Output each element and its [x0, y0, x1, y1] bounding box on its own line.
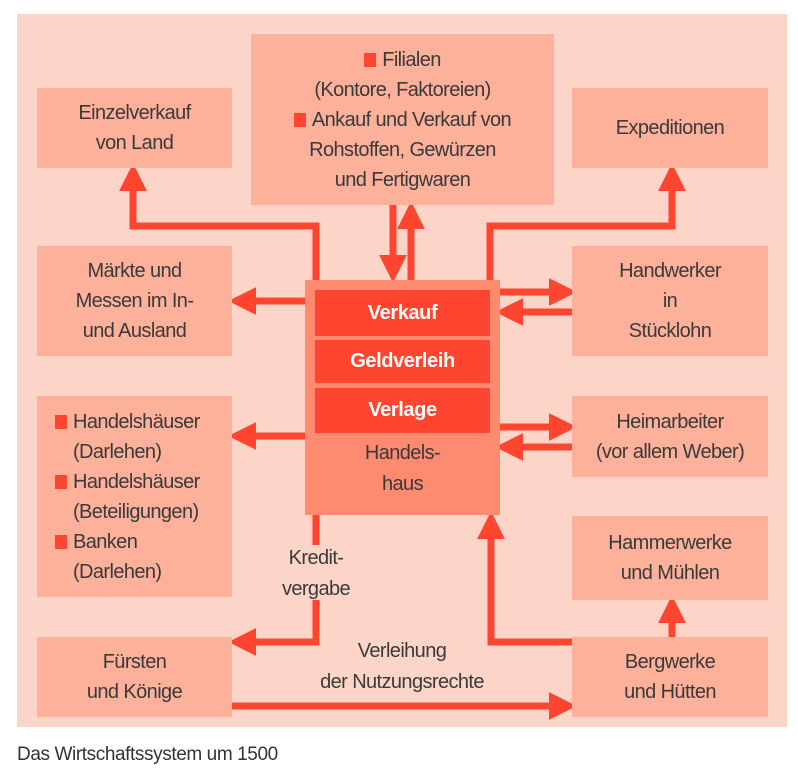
text-line: Expeditionen — [615, 117, 725, 139]
text-line: Märkte und — [87, 260, 182, 282]
text-line: und Ausland — [82, 320, 187, 342]
text-line: Heimarbeiter — [616, 410, 724, 433]
text-line: (vor allem Weber) — [595, 440, 745, 463]
text-line: vergabe — [281, 578, 351, 600]
bar-geldverleih: Geldverleih — [315, 340, 490, 383]
bullet-icon — [55, 414, 67, 429]
text-line: Einzelverkauf — [78, 102, 191, 124]
handelshaus-label: Handels- haus — [305, 438, 500, 500]
text-line: Bergwerke — [624, 651, 716, 673]
text-line: (Kontore, Faktoreien) — [314, 78, 491, 101]
box-hammerwerke: Hammerwerke und Mühlen — [572, 516, 768, 600]
text-line: der Nutzungsrechte — [320, 671, 484, 693]
arrow-to-fuersten — [228, 600, 320, 656]
box-expeditionen: Expeditionen — [572, 88, 768, 168]
box-handelshaus: Verkauf Geldverleih Verlage Handels- hau… — [305, 280, 500, 515]
bar-verkauf: Verkauf — [315, 290, 490, 336]
bullet-icon — [55, 534, 67, 549]
text-line: Kredit- — [288, 547, 344, 569]
text-line: Handelshäuser — [55, 407, 200, 437]
text-line: Stücklohn — [628, 320, 712, 342]
box-heimarbeiter: Heimarbeiter (vor allem Weber) — [572, 396, 768, 477]
figure-caption: Das Wirtschaftssystem um 1500 — [17, 744, 278, 765]
text-line: von Land — [95, 132, 174, 154]
text-line: Handwerker — [619, 260, 721, 282]
text-line: Filialen — [364, 45, 441, 75]
arrow-bergwerke-to-center — [477, 511, 572, 646]
text-line: Handelshäuser — [55, 467, 200, 497]
text: Handelshäuser — [73, 410, 200, 433]
label-verleihung: Verleihung der Nutzungsrechte — [282, 636, 522, 698]
label-kreditvergabe: Kredit- vergabe — [256, 543, 376, 605]
text-line: Banken — [55, 527, 138, 557]
text: Ankauf und Verkauf von — [311, 108, 512, 131]
text-line: und Könige — [86, 681, 183, 703]
text-line: und Hütten — [624, 681, 716, 703]
arrow-to-einzelverkauf — [119, 163, 320, 280]
text-line: in — [662, 290, 678, 312]
arrow-to-expeditionen — [486, 163, 686, 280]
text-line: und Fertigwaren — [334, 168, 471, 191]
text: Handelshäuser — [73, 470, 200, 493]
box-maerkte: Märkte und Messen im In- und Ausland — [37, 246, 232, 356]
text-line: Hammerwerke — [608, 532, 732, 554]
text-line: Rohstoffen, Gewürzen — [309, 138, 496, 161]
text-line: (Darlehen) — [73, 440, 162, 463]
text-line: (Beteiligungen) — [73, 500, 199, 523]
box-bergwerke: Bergwerke und Hütten — [572, 637, 768, 717]
box-fuersten: Fürsten und Könige — [37, 637, 232, 717]
text: Banken — [73, 530, 138, 553]
box-filialen: Filialen (Kontore, Faktoreien) Ankauf un… — [251, 34, 554, 205]
text-line: Fürsten — [102, 651, 167, 673]
bullet-icon — [293, 112, 306, 127]
text-line: haus — [382, 473, 424, 495]
box-finanz: Handelshäuser (Darlehen) Handelshäuser (… — [37, 396, 232, 597]
text-line: (Darlehen) — [73, 560, 162, 583]
text-line: Messen im In- — [75, 290, 194, 312]
text-line: Verleihung — [357, 640, 447, 662]
text-line: Handels- — [364, 442, 441, 464]
box-handwerker: Handwerker in Stücklohn — [572, 246, 768, 356]
text-line: und Mühlen — [620, 562, 720, 584]
text-line: Ankauf und Verkauf von — [293, 105, 512, 135]
bullet-icon — [55, 474, 67, 489]
bar-verlage: Verlage — [315, 388, 490, 433]
bullet-icon — [364, 52, 377, 67]
box-einzelverkauf: Einzelverkauf von Land — [37, 88, 232, 168]
text: Filialen — [382, 48, 441, 71]
